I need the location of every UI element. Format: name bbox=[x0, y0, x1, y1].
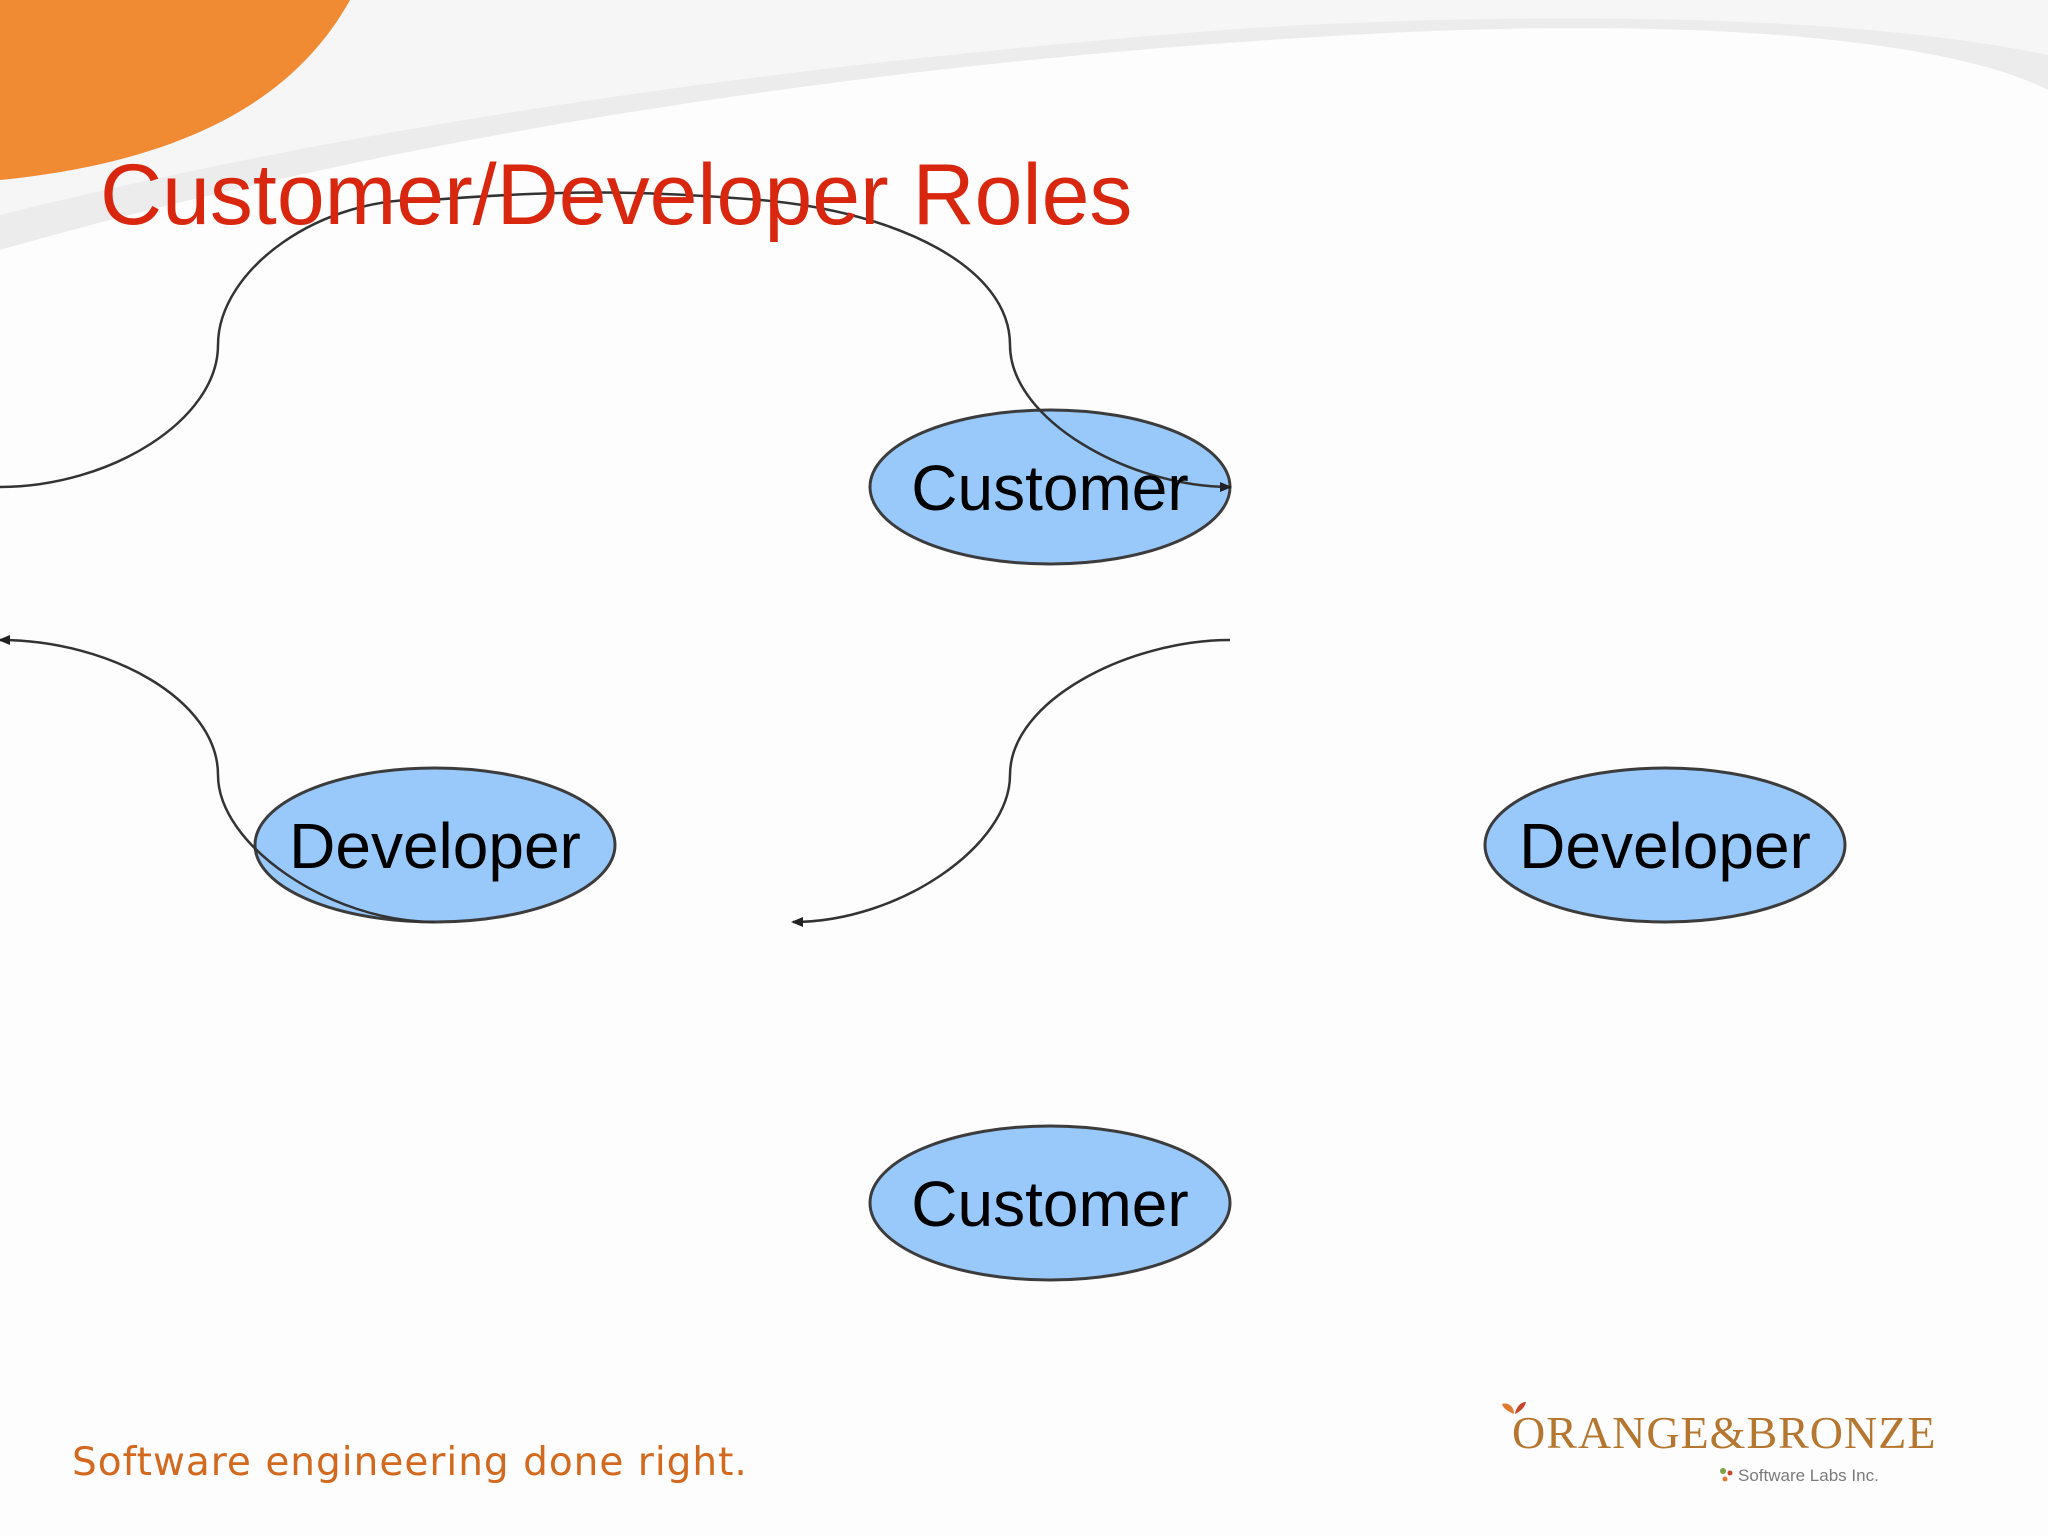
dots-icon bbox=[1720, 1468, 1733, 1482]
slide-title: Customer/Developer Roles bbox=[100, 147, 1133, 243]
arrow-left-to-customer bbox=[0, 191, 1232, 492]
tagline: Software engineering done right. bbox=[72, 1440, 748, 1485]
arrow-right-to-center bbox=[791, 638, 1231, 927]
background-swoosh-light bbox=[0, 0, 2048, 215]
customer-top-label: Customer bbox=[911, 452, 1188, 524]
developer-right-node bbox=[1483, 766, 1847, 924]
background-swoosh-orange bbox=[0, 0, 350, 180]
customer-bottom-node bbox=[868, 1124, 1232, 1282]
company-logo: ORANGE&BRONZE Software Labs Inc. bbox=[1500, 1400, 1935, 1500]
customer-bottom-label: Customer bbox=[911, 1168, 1188, 1240]
arrow-developer-to-left bbox=[0, 635, 436, 924]
leaf-icon bbox=[1502, 1402, 1526, 1414]
logo-wordmark: ORANGE&BRONZE bbox=[1512, 1407, 1937, 1458]
logo-subtitle: Software Labs Inc. bbox=[1738, 1466, 1879, 1485]
developer-right-label: Developer bbox=[1519, 810, 1811, 882]
developer-left-label: Developer bbox=[289, 810, 581, 882]
